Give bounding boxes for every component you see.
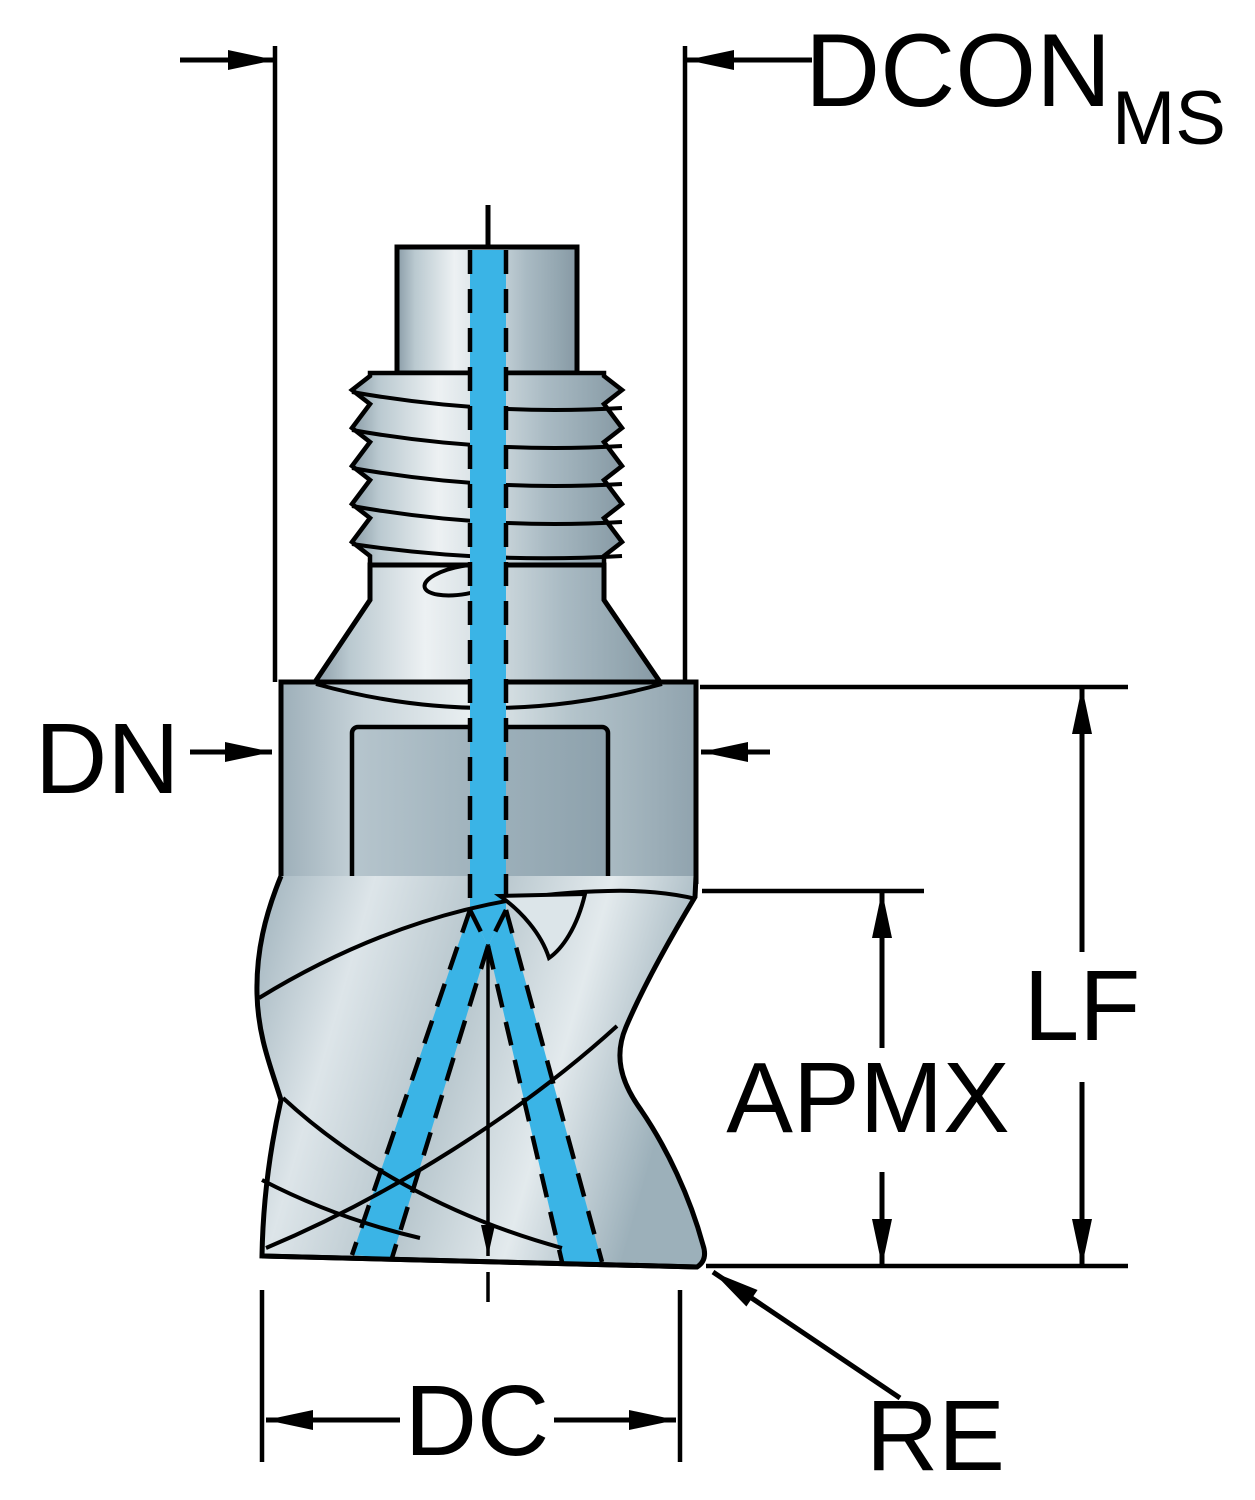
- flute-curve: [265, 1024, 619, 1250]
- re-label: RE: [866, 1380, 1005, 1492]
- flute-detail-curves: [257, 888, 698, 1302]
- dcon-subscript-label: MS: [1112, 76, 1226, 161]
- dn-label: DN: [35, 703, 179, 815]
- coolant-hidden-line: [485, 945, 565, 1263]
- flute-curve: [281, 1096, 563, 1250]
- lf-dimension: LF: [700, 684, 1141, 1269]
- coolant-hidden-line: [349, 909, 473, 1256]
- coolant-channel-left: [352, 910, 488, 1258]
- coolant-hidden-line: [503, 909, 605, 1263]
- coolant-hidden-line: [389, 945, 491, 1259]
- re-dimension: RE: [711, 1269, 1005, 1492]
- coolant-split: [470, 910, 506, 946]
- apmx-dimension: APMX: [702, 888, 1010, 1266]
- dc-label: DC: [405, 1365, 549, 1477]
- re-arrow: [711, 1269, 902, 1401]
- flute-section: [256, 876, 705, 1267]
- dcon-dimension: DCON MS: [180, 13, 1226, 682]
- flute-outline: [254, 875, 707, 1270]
- flute-curve: [261, 1178, 421, 1240]
- coolant-hidden-line: [467, 908, 491, 948]
- coolant-stem: [470, 250, 506, 910]
- bottom-edge: [261, 1253, 698, 1270]
- lf-label: LF: [1024, 950, 1141, 1062]
- coolant-channels: [349, 250, 605, 1263]
- dc-dimension: DC: [259, 1290, 683, 1477]
- flute-wedge: [493, 891, 588, 962]
- dcon-label: DCON: [805, 13, 1111, 129]
- coolant-hidden-line: [485, 908, 509, 948]
- dn-dimension: DN: [35, 703, 770, 815]
- apmx-label: APMX: [726, 1042, 1009, 1154]
